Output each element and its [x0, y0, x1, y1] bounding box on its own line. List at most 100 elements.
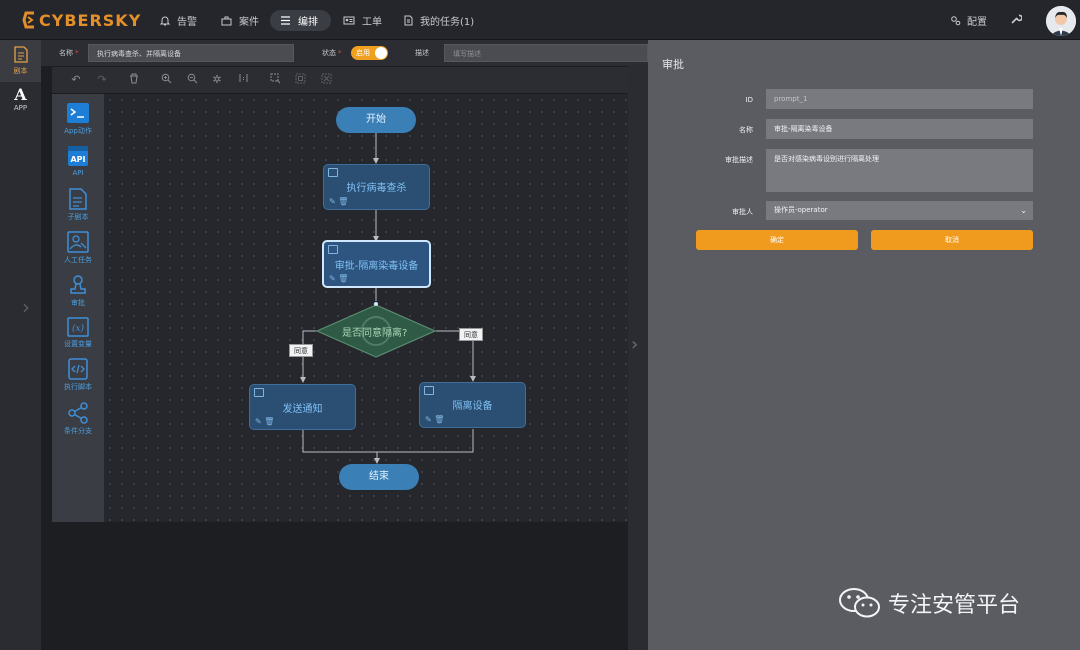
- palette-label: API: [72, 169, 84, 177]
- edit-delete-icons[interactable]: ✎ 🗑: [425, 415, 445, 424]
- terminal-icon: [328, 168, 338, 177]
- zoom-in-icon[interactable]: [159, 73, 173, 87]
- palette-label: 条件分支: [64, 427, 92, 435]
- status-toggle[interactable]: 启用: [351, 46, 388, 60]
- nav-tickets[interactable]: 工单: [333, 10, 392, 31]
- variable-icon: (x): [67, 317, 89, 337]
- node-send-notification[interactable]: 发送通知 ✎ 🗑: [249, 384, 356, 430]
- approval-desc-textarea[interactable]: 是否对感染病毒设别进行隔离处理: [766, 149, 1033, 192]
- start-label: 开始: [366, 114, 386, 125]
- zoom-out-icon[interactable]: [185, 73, 199, 87]
- nav-my-tasks[interactable]: 我的任务(1): [394, 10, 484, 31]
- watermark: 专注安管平台: [838, 586, 1020, 620]
- config-button[interactable]: 配置: [950, 10, 987, 31]
- panel-title: 审批: [662, 58, 684, 71]
- group-icon[interactable]: [293, 73, 307, 87]
- approval-icon: [328, 245, 338, 254]
- edit-delete-icons[interactable]: ✎ 🗑: [329, 197, 349, 206]
- script-name-input[interactable]: 执行病毒查杀、并隔离设备: [88, 44, 294, 62]
- desc-label: 描述: [415, 49, 429, 57]
- edit-delete-icons[interactable]: ✎ 🗑: [329, 274, 349, 283]
- redo-icon[interactable]: ↷: [97, 73, 107, 86]
- palette-item-set-variable[interactable]: (x) 设置变量: [52, 317, 104, 349]
- rail-item-app[interactable]: A APP: [0, 86, 41, 120]
- watermark-text: 专注安管平台: [888, 593, 1021, 618]
- toggle-knob: [375, 47, 387, 59]
- cancel-button[interactable]: 取消: [871, 230, 1033, 250]
- approver-select[interactable]: 操作员-operator ⌄: [766, 201, 1033, 220]
- palette-item-manual-task[interactable]: 人工任务: [52, 231, 104, 265]
- node-palette: App动作 API API 子剧本 人工任务 审批 (x) 设置变量 执行脚本 …: [52, 94, 104, 522]
- node-title: 执行病毒查杀: [346, 183, 407, 194]
- rail-item-script[interactable]: 剧本: [0, 40, 41, 82]
- nav-label: 告警: [177, 17, 197, 28]
- top-navbar: CYBERSKY 告警 案件 编排 工单 我的任务(1) 配置: [0, 0, 1080, 40]
- name-label: 名称: [739, 126, 753, 134]
- config-label: 配置: [967, 17, 987, 28]
- wechat-icon: [839, 588, 880, 618]
- node-title: 审批-隔离染毒设备: [334, 261, 419, 272]
- palette-label: 设置变量: [64, 340, 92, 348]
- nav-label: 我的任务(1): [420, 17, 475, 28]
- ungroup-icon[interactable]: [319, 73, 333, 87]
- palette-item-api[interactable]: API API: [52, 145, 104, 177]
- bell-icon: [160, 16, 170, 26]
- id-card-icon: [343, 16, 355, 25]
- actual-size-icon[interactable]: [236, 73, 250, 87]
- palette-label: App动作: [64, 127, 92, 135]
- palette-item-sub-script[interactable]: 子剧本: [52, 188, 104, 222]
- flow-canvas[interactable]: 开始 执行病毒查杀 ✎ 🗑 审批-隔离染毒设备 ✎ 🗑 是否同意隔离? 同意 同…: [104, 94, 628, 522]
- id-label: ID: [745, 96, 753, 104]
- approval-property-panel: 审批 ID prompt_1 名称 审批-隔离染毒设备 审批描述 是否对感染病毒…: [648, 40, 1080, 650]
- name-label: 名称*: [59, 49, 79, 57]
- start-node[interactable]: 开始: [336, 107, 416, 133]
- description-input[interactable]: 填写描述: [444, 44, 648, 62]
- palette-item-approval[interactable]: 审批: [52, 274, 104, 308]
- nav-orchestration[interactable]: 编排: [270, 10, 331, 31]
- chevron-right-icon[interactable]: ›: [22, 295, 30, 319]
- palette-item-app-action[interactable]: App动作: [52, 102, 104, 136]
- terminal-icon: [67, 103, 89, 123]
- nav-alerts[interactable]: 告警: [150, 10, 207, 31]
- fit-view-icon[interactable]: ✲: [212, 73, 222, 86]
- flow-connectors: [300, 133, 476, 464]
- edit-delete-icons[interactable]: ✎ 🗑: [255, 417, 275, 426]
- node-title: 发送通知: [282, 404, 323, 415]
- panel-collapse-bar[interactable]: ›: [628, 66, 648, 650]
- node-approval[interactable]: 审批-隔离染毒设备 ✎ 🗑: [322, 240, 431, 288]
- chevron-right-icon[interactable]: ›: [631, 334, 639, 355]
- editor-toolbar: ↶ ↷ ✲: [52, 67, 628, 94]
- node-title: 隔离设备: [452, 401, 493, 412]
- palette-label: 审批: [71, 299, 85, 307]
- code-icon: [68, 358, 88, 380]
- decision-label: 是否同意隔离?: [342, 328, 408, 339]
- node-virus-scan[interactable]: 执行病毒查杀 ✎ 🗑: [323, 164, 430, 210]
- briefcase-icon: [221, 16, 232, 25]
- logo-text: CYBERSKY: [39, 10, 142, 30]
- nav-label: 编排: [298, 17, 318, 28]
- delete-icon[interactable]: [127, 73, 141, 87]
- wrench-icon[interactable]: [1010, 13, 1022, 25]
- confirm-button[interactable]: 确定: [696, 230, 858, 250]
- terminal-icon: [424, 386, 434, 395]
- chevron-down-icon: ⌄: [1020, 206, 1027, 215]
- desc-label: 审批描述: [725, 156, 753, 164]
- auto-layout-icon[interactable]: [268, 73, 282, 87]
- list-icon: [281, 16, 290, 25]
- app-letter-icon: A: [14, 85, 27, 104]
- palette-label: 子剧本: [67, 213, 89, 221]
- nav-cases[interactable]: 案件: [211, 10, 269, 31]
- edge-label-right: 同意: [459, 328, 483, 341]
- undo-icon[interactable]: ↶: [71, 73, 81, 86]
- end-node[interactable]: 结束: [339, 464, 419, 490]
- approval-name-input[interactable]: 审批-隔离染毒设备: [766, 119, 1033, 139]
- palette-item-run-script[interactable]: 执行脚本: [52, 358, 104, 392]
- logo[interactable]: CYBERSKY: [22, 10, 141, 30]
- script-form-bar: 名称* 执行病毒查杀、并隔离设备 状态* 启用 描述 填写描述: [41, 40, 648, 66]
- share-icon: [68, 402, 88, 424]
- toggle-text: 启用: [356, 49, 370, 57]
- palette-item-condition-branch[interactable]: 条件分支: [52, 402, 104, 436]
- avatar[interactable]: [1046, 6, 1076, 36]
- node-isolate-device[interactable]: 隔离设备 ✎ 🗑: [419, 382, 526, 428]
- id-input[interactable]: prompt_1: [766, 89, 1033, 109]
